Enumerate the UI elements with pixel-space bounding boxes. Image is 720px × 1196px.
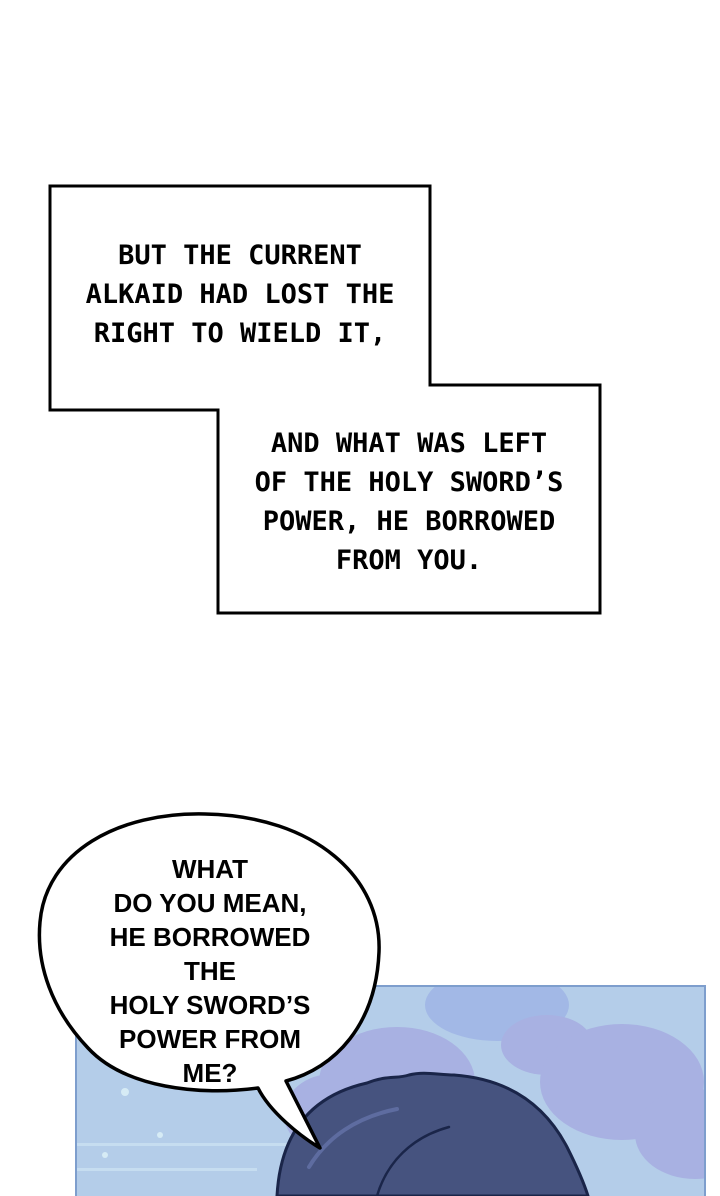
narration-line: POWER, HE BORROWED: [262, 506, 556, 537]
bubble-line: WHAT: [171, 854, 249, 884]
sparkle-dot: [157, 1132, 163, 1138]
narration-box-1: BUT THE CURRENT ALKAID HAD LOST THE RIGH…: [60, 236, 420, 353]
narration-line: ALKAID HAD LOST THE: [85, 279, 395, 310]
bubble-line: ME?: [182, 1058, 238, 1088]
narration-line: FROM YOU.: [335, 545, 483, 576]
sparkle-dot: [102, 1152, 108, 1158]
water-line: [77, 1143, 307, 1146]
bubble-line: HOLY SWORD’S: [109, 990, 311, 1020]
water-line: [77, 1168, 257, 1171]
narration-line: OF THE HOLY SWORD’S: [254, 467, 564, 498]
bubble-line: POWER FROM: [119, 1024, 301, 1054]
speech-bubble-text: WHAT DO YOU MEAN, HE BORROWED THE HOLY S…: [85, 852, 335, 1090]
bubble-line: HE BORROWED THE: [109, 922, 311, 986]
narration-line: AND WHAT WAS LEFT: [270, 428, 548, 459]
bubble-line: DO YOU MEAN,: [113, 888, 307, 918]
narration-line: BUT THE CURRENT: [118, 240, 362, 271]
narration-line: RIGHT TO WIELD IT,: [93, 318, 387, 349]
hair-strand-line: [375, 1125, 451, 1196]
cloud-puff-right-small: [635, 1089, 704, 1179]
narration-box-2: AND WHAT WAS LEFT OF THE HOLY SWORD’S PO…: [228, 424, 590, 580]
